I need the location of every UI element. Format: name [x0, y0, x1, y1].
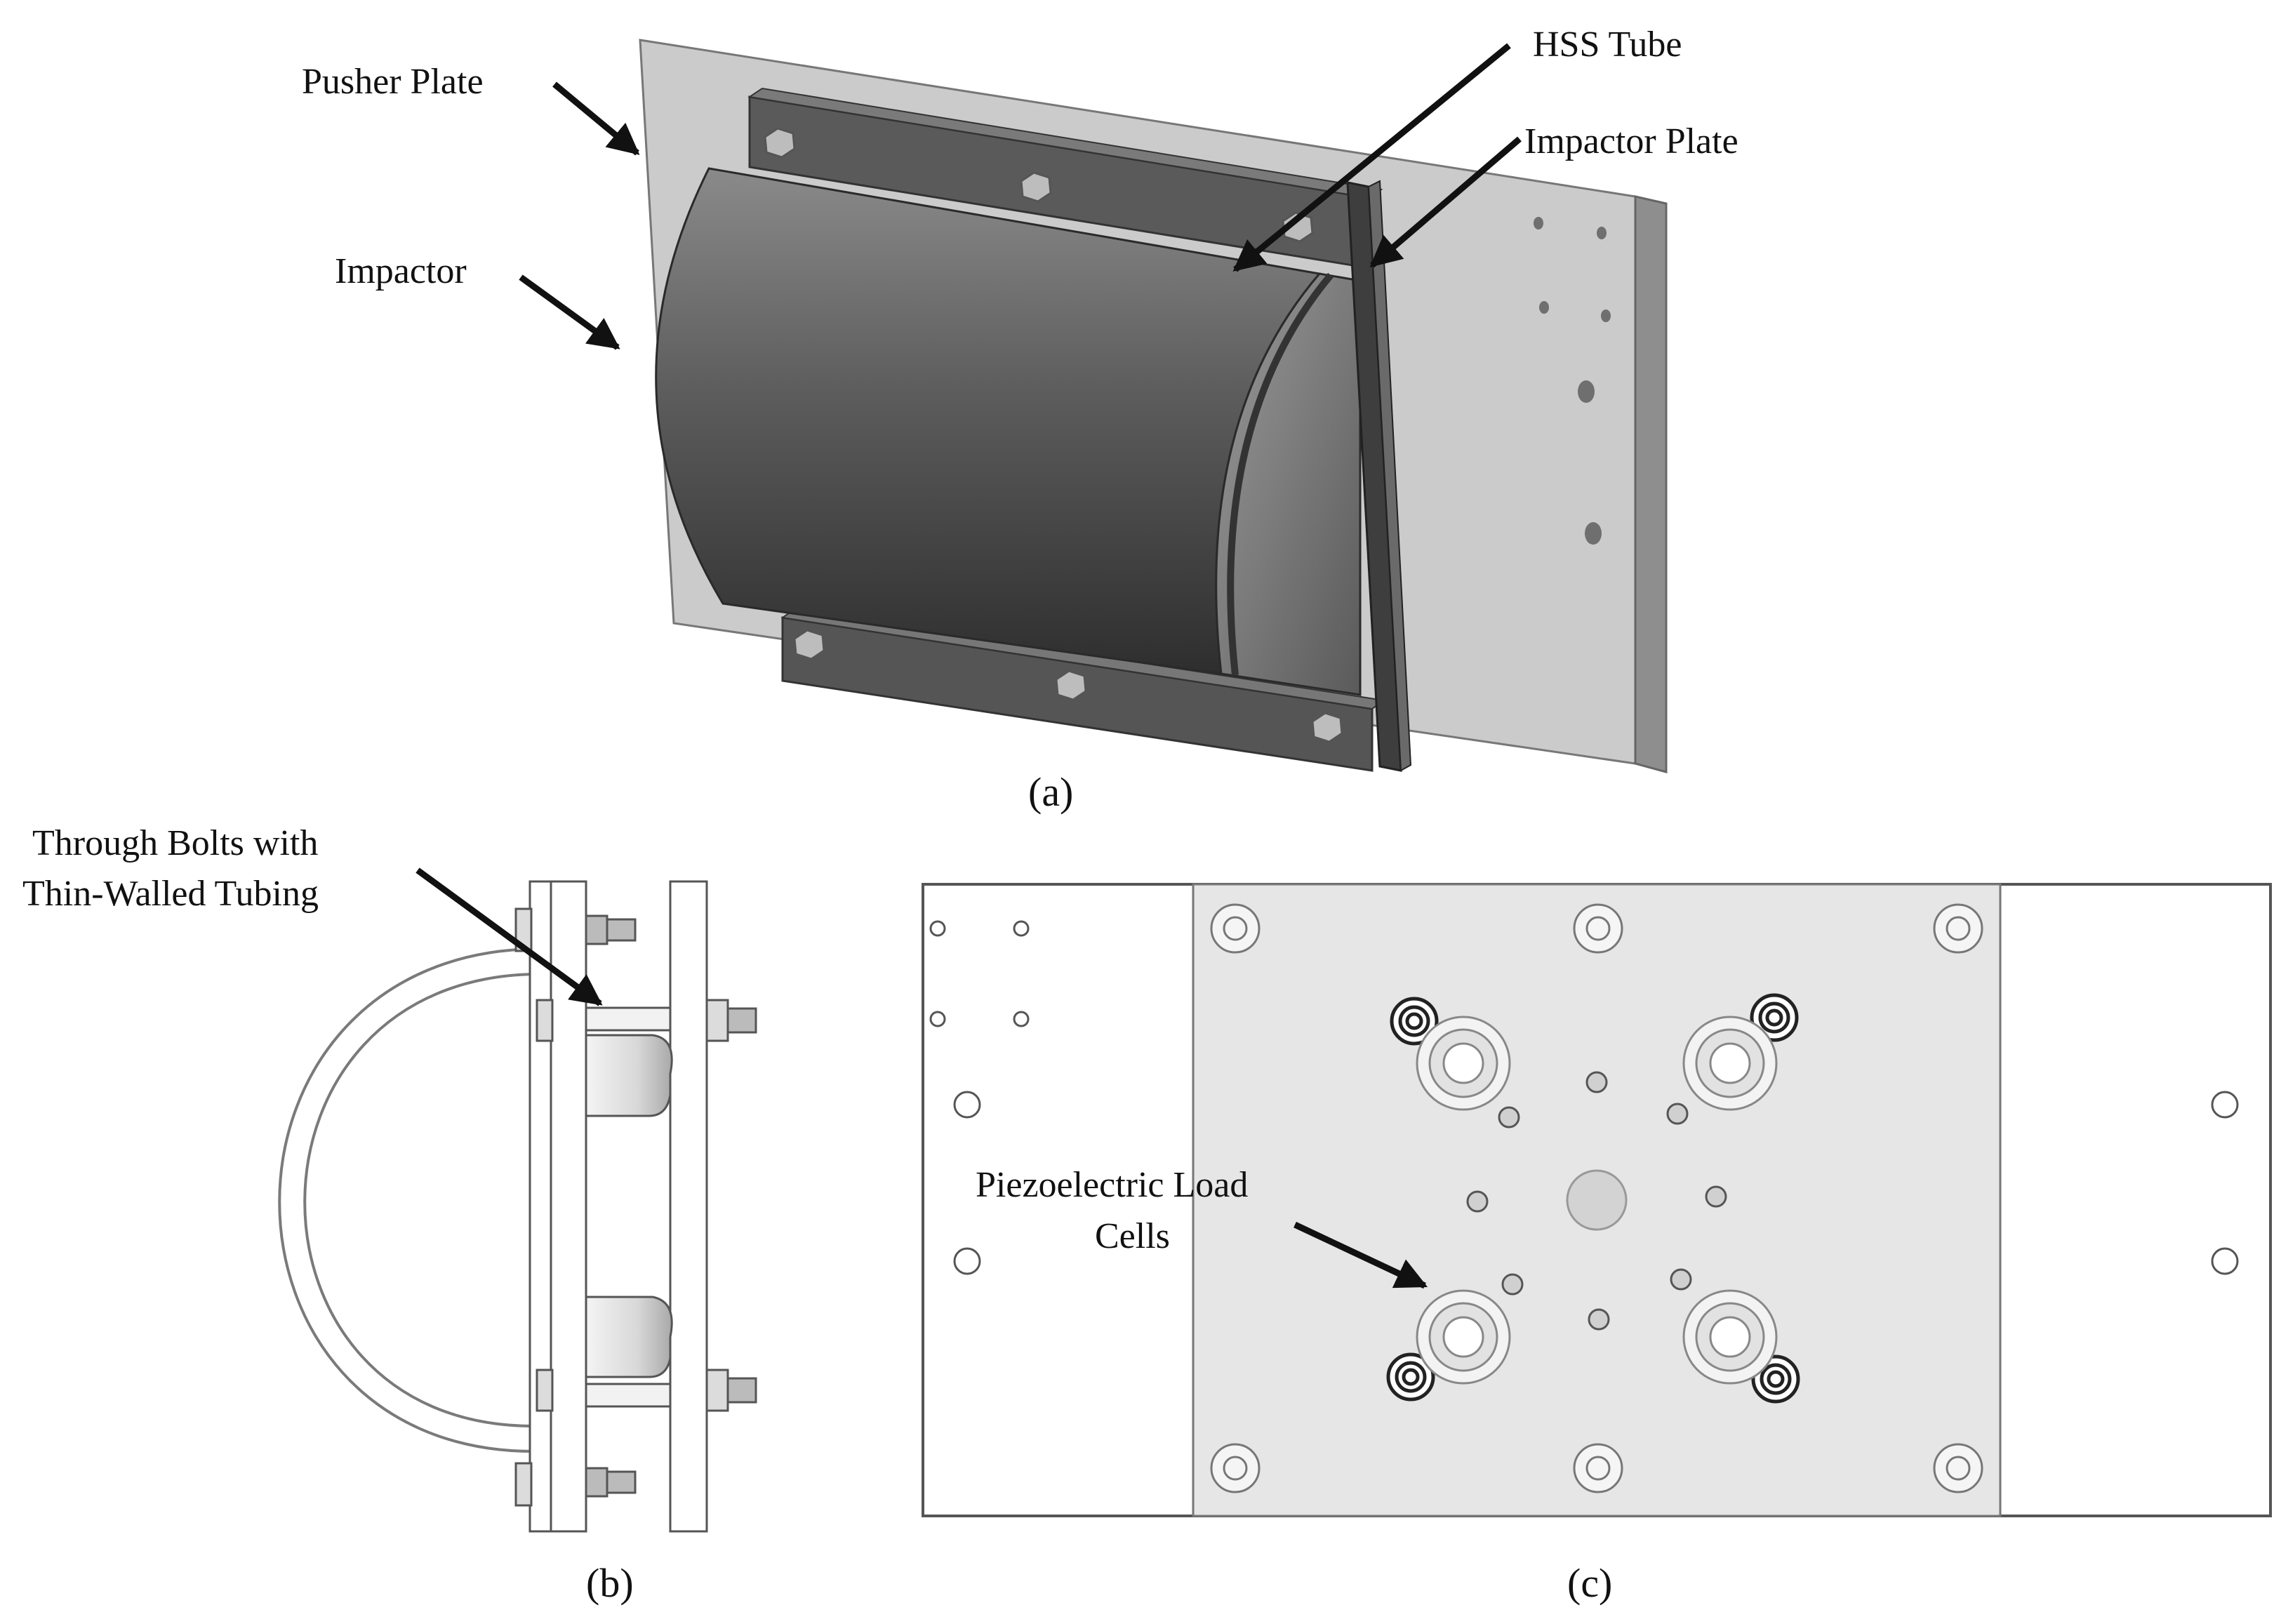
panel-b-side-view [278, 880, 757, 1533]
load-cell-bolt-nuts [1386, 993, 1800, 1404]
hss-tube-end [1215, 272, 1362, 696]
label-pusher-plate: Pusher Plate [302, 62, 484, 102]
label-impactor-plate: Impactor Plate [1524, 121, 1738, 161]
caption-a: (a) [1028, 769, 1073, 815]
label-load-cells-line2: Cells [1095, 1216, 1170, 1256]
caption-b: (b) [586, 1560, 634, 1606]
label-hss-tube: HSS Tube [1533, 25, 1682, 65]
threaded-ends-right [726, 1007, 757, 1404]
label-load-cells-line1: Piezoelectric Load [976, 1165, 1248, 1205]
pusher-plate-front-holes [929, 920, 2239, 1275]
caption-c: (c) [1567, 1560, 1612, 1606]
through-bolt-upper [585, 1006, 672, 1032]
piezoelectric-load-cells [1416, 1016, 1778, 1385]
bolt-nuts-right [705, 999, 729, 1412]
bar-bolt-heads [764, 127, 1343, 743]
load-cell-mounting-panel [1192, 883, 2002, 1517]
impactor-plate-side [528, 880, 587, 1533]
label-through-bolts-line1: Through Bolts with [32, 823, 318, 863]
panel-c-front-view [922, 883, 2272, 1517]
load-cell-upper [585, 1034, 673, 1117]
threaded-ends-left [585, 914, 637, 1498]
panel-center-holes [1466, 1071, 1727, 1331]
pusher-plate-side [669, 880, 708, 1533]
bolt-nuts-left [514, 907, 554, 1507]
panel-perimeter-bolts [1210, 903, 1983, 1493]
impactor-profile [278, 947, 541, 1453]
pusher-plate-edge [1634, 195, 1668, 773]
panel-a-assembly [639, 39, 1668, 773]
load-cell-lower [585, 1296, 673, 1378]
through-bolt-lower [585, 1383, 672, 1408]
panel-center-bore [1566, 1169, 1628, 1231]
pusher-plate-holes [1534, 217, 1611, 545]
label-through-bolts-line2: Thin-Walled Tubing [22, 874, 319, 914]
label-impactor: Impactor [335, 251, 467, 291]
